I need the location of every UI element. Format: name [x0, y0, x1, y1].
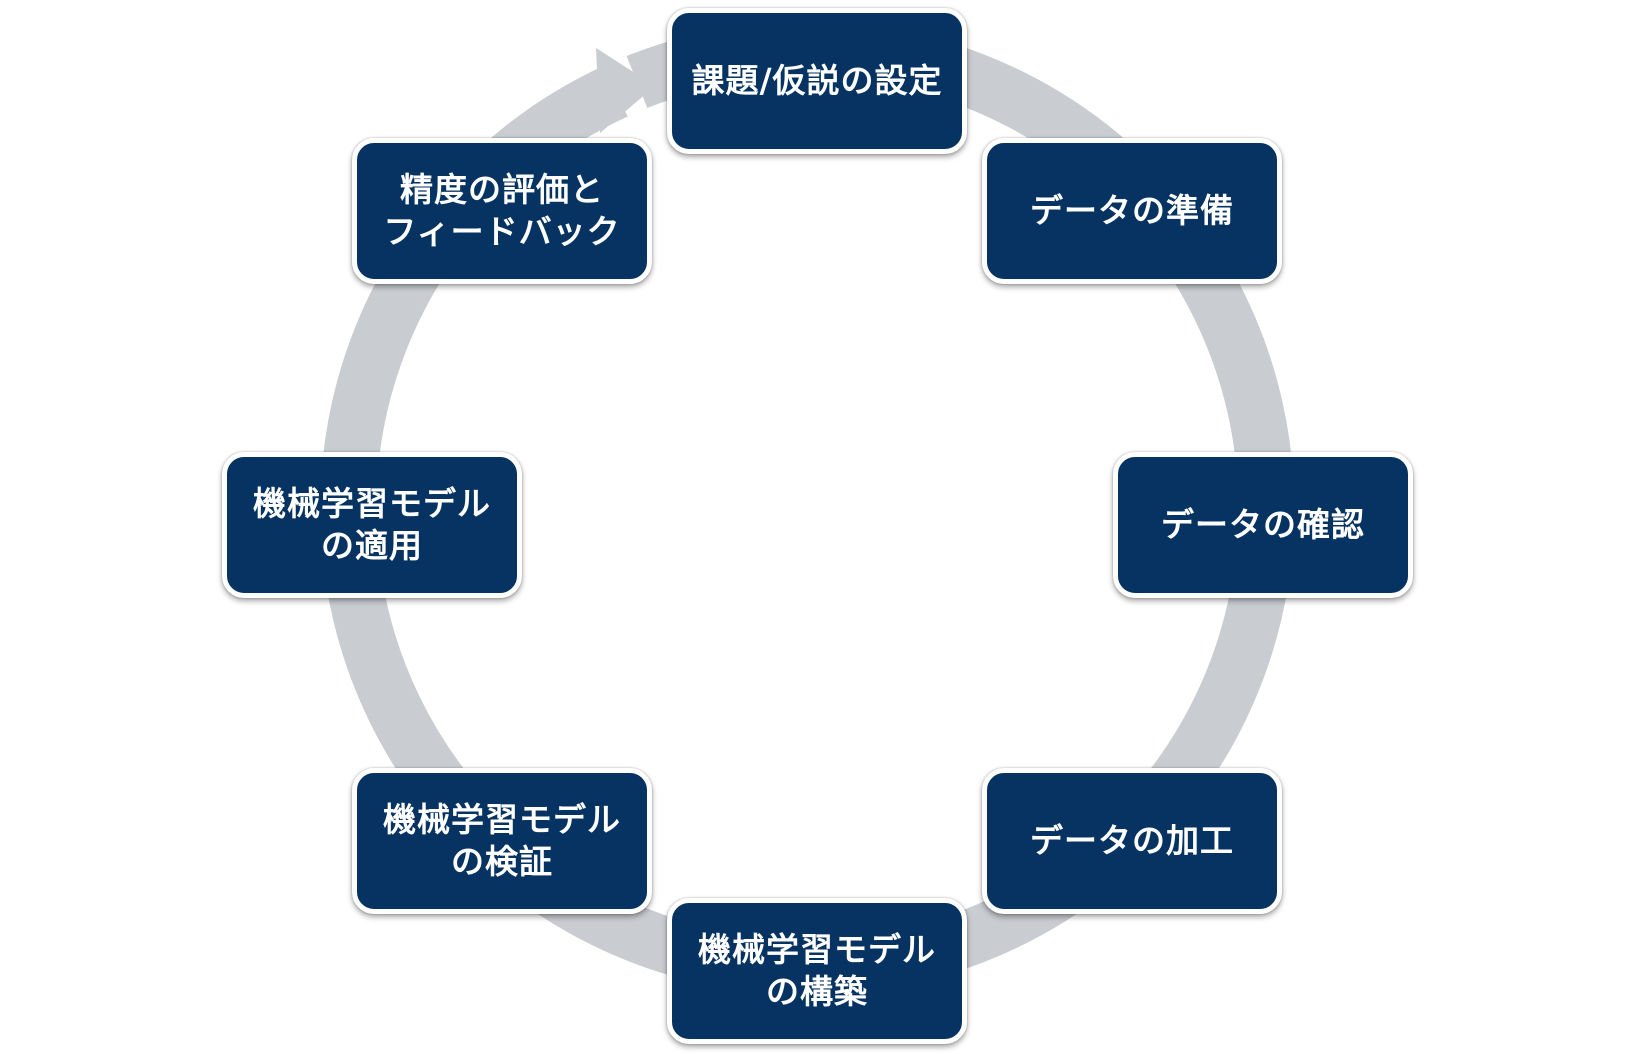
step-data-preparation: データの準備 [982, 138, 1282, 284]
step-problem-hypothesis: 課題/仮説の設定 [667, 8, 967, 154]
step-data-processing: データの加工 [982, 768, 1282, 914]
step-evaluation-feedback: 精度の評価と フィードバック [352, 138, 652, 284]
step-model-building: 機械学習モデル の構築 [667, 898, 967, 1044]
step-data-check: データの確認 [1113, 452, 1413, 598]
step-model-application: 機械学習モデル の適用 [222, 452, 522, 598]
step-model-validation: 機械学習モデル の検証 [352, 768, 652, 914]
cycle-arrowhead [596, 48, 655, 133]
